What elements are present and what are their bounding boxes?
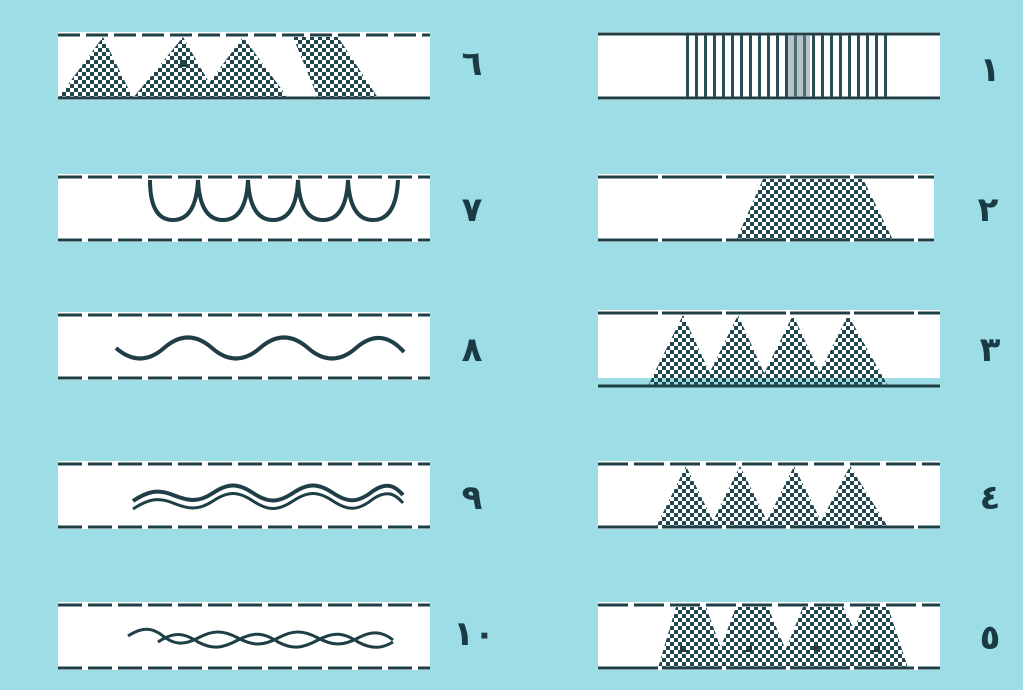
item-number-2: ٢ [958,190,1018,230]
pattern-panel-2 [598,174,934,242]
triangles-with-dots-icon [598,602,940,670]
pattern-panel-4 [598,461,940,529]
pattern-panel-9 [58,461,430,529]
pattern-panel-6 [58,32,430,100]
scallop-arcs-icon [58,174,430,242]
pattern-panel-7 [58,174,430,242]
pattern-panel-1 [598,32,940,100]
single-wave-icon [58,312,430,380]
double-wave-icon [58,461,430,529]
pattern-panel-5 [598,602,940,670]
zigzag-triangles-icon [58,32,430,100]
intertwined-wave-icon [58,602,430,670]
item-number-9: ٩ [442,478,502,518]
item-number-7: ٧ [442,190,502,230]
four-small-triangles-icon [598,461,940,529]
pattern-panel-8 [58,312,430,380]
item-number-3: ٣ [960,330,1020,370]
item-number-8: ٨ [442,330,502,370]
pattern-panel-3 [598,310,940,378]
item-number-4: ٤ [960,478,1020,518]
pattern-panel-10 [58,602,430,670]
item-number-1: ١ [960,50,1020,90]
vertical-stripes-icon [598,32,940,100]
item-number-10: ١٠ [444,614,504,654]
item-number-5: ٥ [960,618,1020,658]
item-number-6: ٦ [442,44,502,84]
single-checkered-triangle-icon [598,174,934,242]
four-small-triangles-icon [598,310,940,388]
